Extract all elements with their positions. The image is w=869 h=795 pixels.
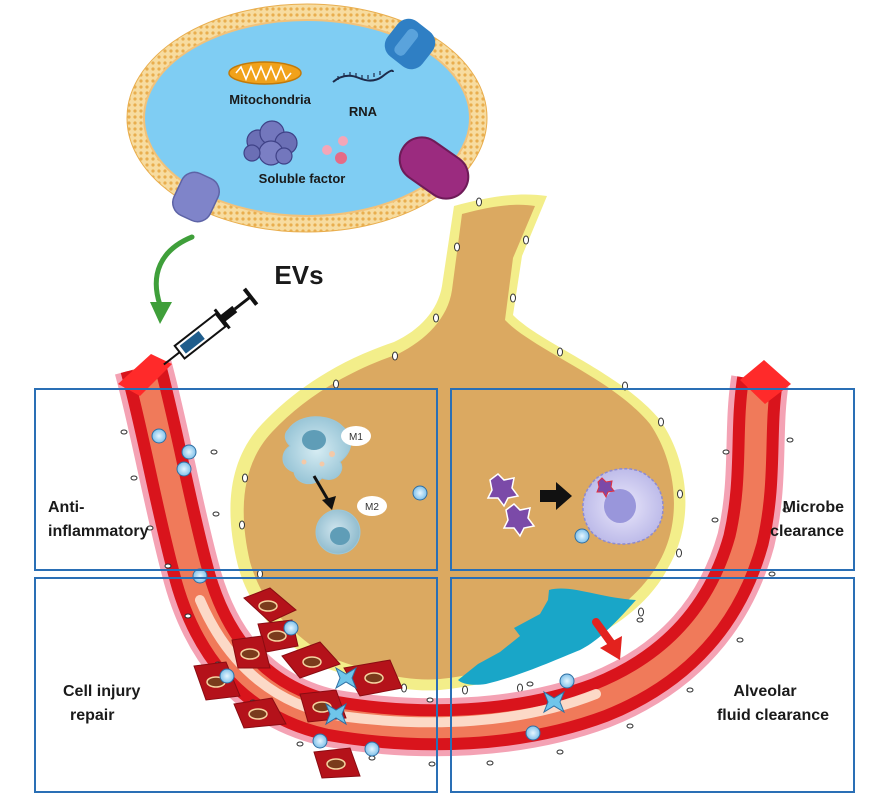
- m2-label: M2: [365, 502, 379, 513]
- protein-aggregate-icon: [243, 120, 298, 166]
- macrophage-m1-icon: [282, 416, 352, 485]
- injured-epithelial-cells: [193, 587, 403, 779]
- rna-icon: [332, 69, 394, 83]
- extracellular-vesicle: Mitochondria RNA Soluble factor: [126, 3, 488, 233]
- vessel-cut-end-left: [118, 354, 172, 396]
- mitochondria-icon: [228, 61, 302, 85]
- vessel-cut-end-right: [740, 360, 791, 404]
- curved-arrow-icon: [150, 234, 195, 324]
- anti-inflammatory-label-line1: Anti-: [48, 499, 84, 516]
- m2-badge: [357, 496, 387, 516]
- endothelial-nuclei: [120, 429, 794, 767]
- syringe-icon: [163, 287, 259, 366]
- anti-inflammatory-label-line2: inflammatory: [48, 523, 149, 540]
- microbe-clearance-label-line1: Microbe: [783, 499, 844, 516]
- panel-cell-injury-repair: [34, 577, 438, 793]
- phagocyte-icon: [582, 468, 664, 545]
- rna-label: RNA: [349, 104, 378, 119]
- alveolus-air-space: [243, 204, 674, 680]
- membrane-protein-blue-icon: [384, 18, 436, 70]
- m1-badge: [341, 426, 371, 446]
- microbe-clearance-label-line2: clearance: [770, 523, 844, 540]
- panel-anti-inflammatory: [34, 388, 438, 571]
- vesicle-lumen: [143, 19, 471, 217]
- edema-fluid: [458, 588, 636, 685]
- panel-alveolar-fluid-clearance: [450, 577, 855, 793]
- injured-cell-nuclei: [206, 600, 384, 770]
- phagocytosis-arrow-icon: [540, 482, 572, 510]
- cell-injury-repair-label-line1: Cell injury: [63, 683, 140, 700]
- alveolar-fluid-clearance-label-line2: fluid clearance: [717, 707, 829, 724]
- alveolar-fluid-clearance-label-line1: Alveolar: [733, 683, 796, 700]
- soluble-factor-icon: [322, 136, 348, 164]
- bacteria-icon: [486, 473, 536, 538]
- ev-particles: [151, 428, 590, 757]
- blood-vessel: [115, 354, 794, 767]
- panel-microbe-clearance: [450, 388, 855, 571]
- soluble-factor-label: Soluble factor: [259, 171, 346, 186]
- polarization-arrow-icon: [312, 475, 336, 510]
- macrophage-m2-icon: [315, 509, 361, 555]
- mitochondria-label: Mitochondria: [229, 92, 311, 107]
- ev-transport-channel-icon: [324, 666, 566, 726]
- membrane-protein-purple-icon: [398, 136, 470, 200]
- membrane-protein-violet-icon: [172, 171, 220, 223]
- fluid-clearance-arrow-icon: [592, 618, 622, 660]
- cell-injury-repair-label-line2: repair: [70, 707, 114, 724]
- rna-bases-icon: [337, 71, 381, 80]
- m1-label: M1: [349, 432, 363, 443]
- evs-title: EVs: [274, 260, 323, 290]
